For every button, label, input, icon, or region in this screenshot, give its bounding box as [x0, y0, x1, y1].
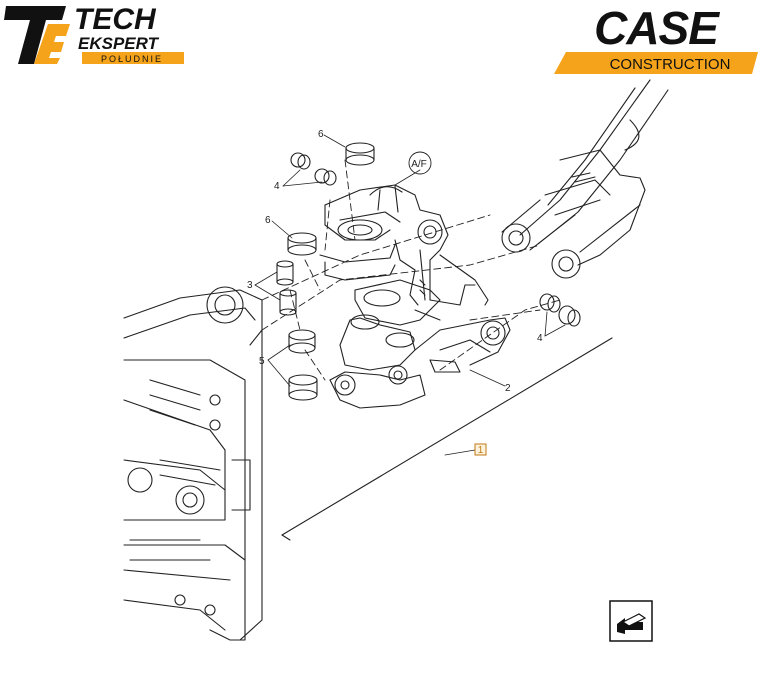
page-turn-icon[interactable] [609, 600, 653, 642]
callout-1-box [474, 443, 487, 456]
poludnie-text: POŁUDNIE [101, 54, 163, 64]
tech-text: TECH [74, 3, 157, 36]
case-sub-text: CONSTRUCTION [610, 56, 731, 73]
loader-chassis-frame [123, 286, 263, 641]
callout-6-top: 6 [318, 129, 324, 140]
ground-line [281, 337, 613, 536]
callout-4-right: 4 [537, 333, 543, 344]
upper-swing-bracket [319, 184, 489, 306]
tech-ekspert-logo: TECH EKSPERT POŁUDNIE [4, 3, 184, 64]
pin-3 [276, 260, 297, 316]
callout-4-left: 4 [274, 181, 280, 192]
callout-6-mid: 6 [265, 215, 271, 226]
callout-3: 3 [247, 280, 253, 291]
ref-af-circle [408, 151, 432, 175]
callout-5: 5 [259, 356, 265, 367]
bushing-6-mid [287, 232, 317, 256]
case-construction-logo: CASE CONSTRUCTION [554, 2, 758, 74]
lower-swing-bracket [329, 279, 511, 409]
case-brand-text: CASE [594, 2, 720, 54]
callout-2: 2 [505, 383, 511, 394]
bushing-6-top [345, 142, 375, 166]
bushing-5 [288, 329, 318, 401]
ref-af-label: A/F [411, 159, 427, 170]
bushing-4-right [539, 293, 581, 327]
bushing-4-left [290, 152, 337, 186]
ekspert-text: EKSPERT [78, 34, 160, 53]
boom-arm [501, 79, 669, 279]
callout-1: 1 [478, 445, 484, 456]
